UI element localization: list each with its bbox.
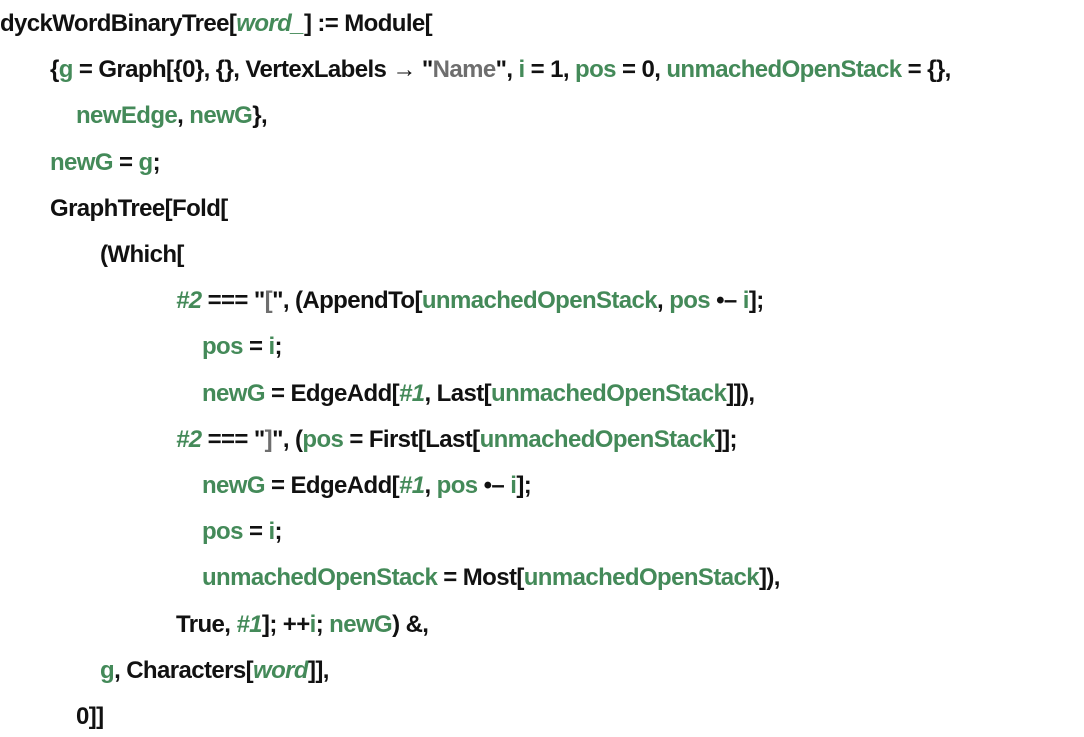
code-line: 0]] [76,697,104,737]
code-text: 0]] [76,703,104,730]
code-string: Name [432,56,497,84]
code-variable: i [309,610,317,638]
code-text: ]), [758,564,780,592]
code-variable: newG [189,102,253,130]
code-text: , [657,287,670,315]
code-text: ; [274,333,283,361]
code-text: ; [274,518,283,546]
code-variable: pos [575,56,616,84]
code-variable: i [268,333,275,361]
code-text: = [242,518,269,546]
code-text: === " [201,425,266,453]
code-variable: pos [202,518,243,546]
code-variable: newG [202,472,266,499]
code-line: True, #1]; ++i; newG) &, [176,605,429,645]
code-variable: pos [302,425,344,453]
code-variable: g [100,656,115,684]
code-variable: newG [50,148,114,176]
code-parameter: word [253,656,309,684]
code-text: { [50,56,59,84]
code-line: {g = Graph[{0}, {}, VertexLabels → "Name… [50,50,951,90]
code-variable: pos [669,287,711,315]
code-text: === " [201,287,266,315]
code-text: ", [495,56,519,84]
code-text: = 0, [615,56,667,84]
code-parameter: #2 [176,425,202,453]
code-text: = 1, [524,56,576,84]
code-text: ]; [748,287,764,315]
code-text: = EdgeAdd[ [264,379,400,407]
code-variable: i [518,56,526,84]
code-parameter: #1 [399,472,425,499]
code-variable: unmachedOpenStack [479,425,716,453]
code-variable: i [742,287,750,315]
code-variable: i [510,472,517,499]
code-text: ]; ++ [261,610,310,638]
code-text: , Characters[ [114,656,254,684]
code-text: ]; [516,472,532,499]
code-variable: unmachedOpenStack [491,379,727,407]
code-line: #2 === "[", (AppendTo[unmachedOpenStack,… [176,281,764,321]
code-text: , [424,472,437,499]
code-variable: pos [202,333,243,361]
code-line: dyckWordBinaryTree[word_] := Module[ [0,4,433,44]
code-text: = [112,148,139,176]
code-string: ] [264,425,273,453]
code-text: = {}, [901,56,952,84]
code-text: •– [710,287,743,315]
code-line: newG = g; [50,143,161,183]
code-text: ) &, [392,610,429,638]
code-line: pos = i; [202,512,283,552]
code-text: ; [152,148,161,176]
code-line: g, Characters[word]], [100,651,329,691]
code-variable: newG [329,610,393,638]
code-parameter: #1 [236,610,262,638]
code-text: (Which[ [100,241,184,268]
code-variable: i [268,518,275,546]
code-parameter: #1 [399,379,425,407]
code-text: , [177,102,190,130]
code-line: (Which[ [100,235,184,275]
code-string: [ [264,287,273,315]
code-line: unmachedOpenStack = Most[unmachedOpenSta… [202,558,780,598]
code-text: ]], [307,656,329,684]
code-variable: newG [202,379,266,407]
code-text: ] := Module[ [303,10,433,37]
code-text: •– [477,472,511,499]
code-parameter: #2 [176,287,202,315]
code-line: #2 === "]", (pos = First[Last[unmachedOp… [176,420,738,460]
code-text: = Graph[{0}, {}, VertexLabels → " [72,56,433,84]
code-text: ]]; [714,425,738,453]
code-text: True, [176,610,237,638]
code-variable: unmachedOpenStack [421,287,658,315]
code-text: , Last[ [424,379,492,407]
code-text: = EdgeAdd[ [264,472,400,499]
code-text: ", ( [272,425,303,453]
code-text: }, [252,102,268,130]
code-variable: unmachedOpenStack [202,564,438,592]
code-variable: unmachedOpenStack [666,56,902,84]
code-text: ", (AppendTo[ [272,287,422,315]
code-parameter: word_ [236,10,304,37]
code-variable: newEdge [76,102,178,130]
code-text: ]]), [726,379,755,407]
code-text: GraphTree[Fold[ [50,194,228,222]
code-line: newEdge, newG}, [76,96,268,136]
code-text: = First[Last[ [343,425,480,453]
code-text: ; [315,610,330,638]
code-text: dyckWordBinaryTree[ [0,10,237,37]
code-text: = [242,333,269,361]
code-variable: unmachedOpenStack [523,564,760,592]
code-line: newG = EdgeAdd[#1, pos •– i]; [202,466,532,506]
code-variable: pos [436,472,478,499]
code-line: newG = EdgeAdd[#1, Last[unmachedOpenStac… [202,374,755,414]
code-variable: g [58,56,74,84]
code-line: GraphTree[Fold[ [50,189,228,229]
code-text: = Most[ [437,564,524,592]
code-line: pos = i; [202,327,283,367]
code-variable: g [138,148,154,176]
